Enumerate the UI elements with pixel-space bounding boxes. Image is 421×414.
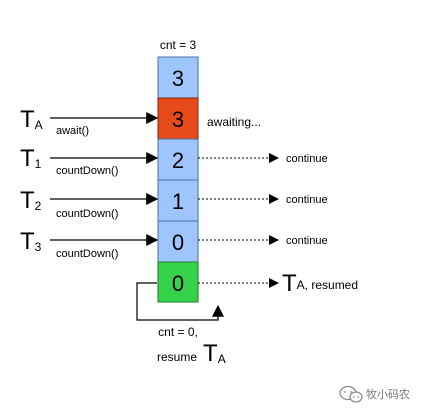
stack-cell-5-value: 0 (172, 271, 184, 296)
stack-cell-2-value: 2 (172, 148, 184, 173)
thread-2: T2 countDown() (20, 187, 159, 220)
counter-label: cnt = 3 (160, 38, 197, 52)
counter-stack: 3 3 2 1 0 0 (157, 56, 199, 303)
thread-3-label: T3 (20, 228, 42, 255)
stack-cell-0 (157, 56, 199, 99)
continue-label-2: continue (286, 194, 328, 206)
stack-cell-1-value: 3 (172, 107, 184, 132)
thread-3-call: countDown() (56, 248, 118, 260)
thread-a: TA await() (20, 106, 159, 137)
watermark: 牧小码农 (339, 385, 410, 403)
stack-cell-5 (157, 261, 199, 303)
reset-loop (136, 282, 224, 321)
continue-label-3: continue (286, 235, 328, 247)
stack-cell-1 (157, 97, 199, 140)
thread-1-call: countDown() (56, 165, 118, 177)
thread-a-label: TA (20, 106, 43, 133)
watermark-text: 牧小码农 (366, 387, 410, 401)
resumed-label: TA, resumed (282, 270, 358, 297)
awaiting-label: awaiting... (207, 115, 261, 129)
thread-3: T3 countDown() (20, 228, 159, 260)
thread-a-call: await() (56, 125, 89, 137)
thread-1: T1 countDown() (20, 145, 159, 177)
thread-2-label: T2 (20, 187, 42, 214)
stack-cell-4-value: 0 (172, 230, 184, 255)
stack-cell-3 (157, 179, 199, 222)
stack-cell-0-value: 3 (172, 66, 184, 91)
stack-cell-3-value: 1 (172, 189, 184, 214)
wechat-icon (339, 385, 363, 403)
thread-2-call: countDown() (56, 208, 118, 220)
thread-1-label: T1 (20, 145, 42, 172)
bottom-count-label: cnt = 0, (158, 325, 198, 339)
continue-label-1: continue (286, 153, 328, 165)
